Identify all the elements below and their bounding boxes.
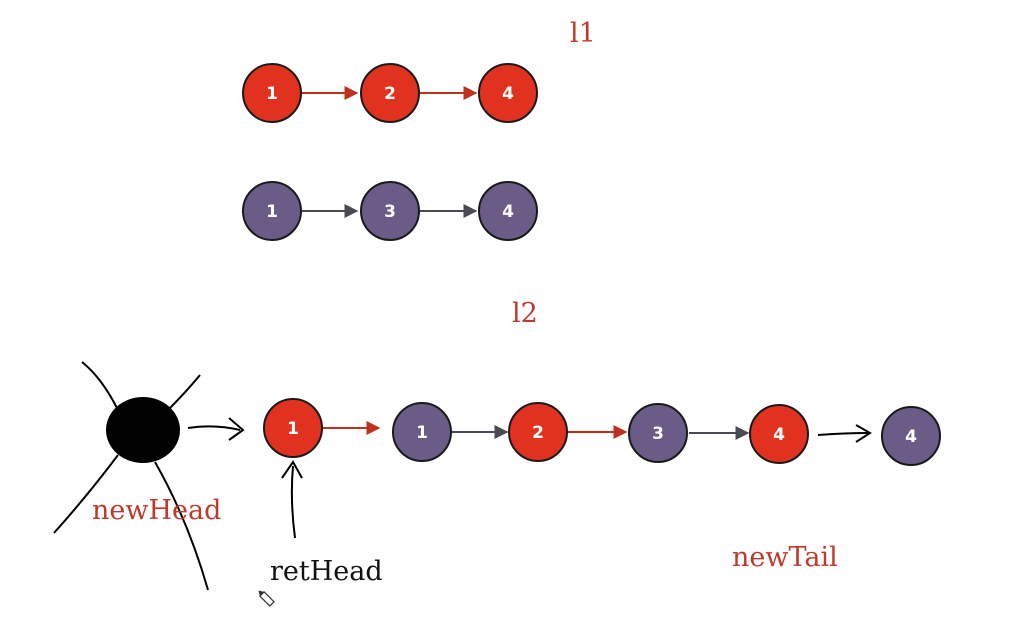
svg-text:2: 2: [532, 423, 544, 443]
svg-text:3: 3: [384, 202, 396, 222]
merged-node-3: 2: [508, 402, 568, 462]
label-retHead: retHead: [270, 556, 383, 587]
list-l2: 1 3 4: [242, 181, 538, 241]
newTail-arrow: [817, 432, 869, 436]
svg-text:3: 3: [652, 424, 664, 444]
newTail-arrowhead: [855, 424, 872, 443]
label-l1: l1: [570, 18, 596, 49]
svg-text:4: 4: [502, 84, 514, 104]
pencil-cursor-icon: [258, 590, 275, 607]
newHead-arrowhead: [228, 417, 245, 441]
l1-node-2: 2: [360, 63, 420, 123]
retHead-arrowhead: [281, 460, 303, 479]
list-l1: 1 2 4: [242, 63, 538, 123]
merged-list: 1 1 2 3 4 4: [263, 398, 941, 466]
retHead-arrow: [290, 465, 296, 539]
merged-node-2: 1: [392, 402, 452, 462]
merged-node-5: 4: [749, 404, 809, 464]
l2-node-1: 1: [242, 181, 302, 241]
svg-text:2: 2: [384, 84, 396, 104]
newHead-arrow: [187, 425, 241, 431]
l2-node-3: 4: [478, 181, 538, 241]
svg-text:4: 4: [905, 427, 917, 447]
merged-node-1: 1: [263, 398, 323, 458]
svg-text:1: 1: [416, 423, 428, 443]
l2-node-2: 3: [360, 181, 420, 241]
merged-node-4: 3: [628, 403, 688, 463]
svg-text:1: 1: [266, 84, 278, 104]
label-l2: l2: [512, 298, 538, 329]
remaining-node: 4: [881, 406, 941, 466]
l1-node-3: 4: [478, 63, 538, 123]
label-newTail: newTail: [732, 542, 838, 573]
svg-text:1: 1: [287, 419, 299, 439]
svg-text:1: 1: [266, 202, 278, 222]
label-newHead: newHead: [92, 495, 221, 526]
svg-text:4: 4: [773, 425, 785, 445]
svg-text:4: 4: [502, 202, 514, 222]
l1-node-1: 1: [242, 63, 302, 123]
dummy-head-node: [53, 361, 209, 591]
